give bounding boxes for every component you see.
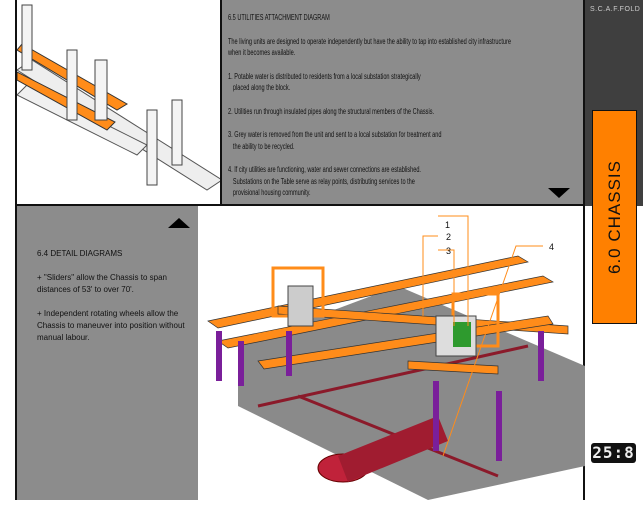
details-bullet-1: + "Sliders" allow the Chassis to span di… [37,273,167,294]
callout-3: 3 [446,246,451,256]
utilities-title: 6.5 UTILITIES ATTACHMENT DIAGRAM [228,13,330,22]
utilities-attachment-panel: 6.5 UTILITIES ATTACHMENT DIAGRAM The liv… [220,0,585,206]
intro-line: when it becomes available. [228,48,296,57]
point-line: provisional housing community. [232,188,311,197]
utilities-text-block: 6.5 UTILITIES ATTACHMENT DIAGRAM The liv… [228,12,571,199]
point-line: the ability to be recycled. [232,141,295,151]
intro-line: The living units are designed to operate… [228,36,511,46]
callout-2: 2 [446,232,451,242]
point-line: placed along the block. [232,83,291,92]
details-bullet-2: + Independent rotating wheels allow the … [37,309,185,342]
posts [21,4,183,186]
scroll-down-arrow-icon[interactable] [548,188,570,198]
detail-diagrams-panel: 6.4 DETAIL DIAGRAMS + "Sliders" allow th… [15,206,198,500]
utilities-point-4: 4. If city utilities are functioning, wa… [228,164,571,199]
utilities-point-2: 2. Utilities run through insulated pipes… [228,106,435,116]
point-line: Substations on the Table serve as relay … [232,176,415,186]
point-line: 1. Potable water is distributed to resid… [228,71,421,81]
chassis-detail-render [15,0,223,206]
point-line: 4. If city utilities are functioning, wa… [228,165,421,174]
callout-4: 4 [549,242,554,252]
callout-1: 1 [445,220,450,230]
scroll-up-arrow-icon[interactable] [168,218,190,228]
utilities-intro: The living units are designed to operate… [228,36,571,59]
brand-label: S.C.A.F.FOLD [590,6,641,13]
chassis-utilities-render: 1 2 3 4 [198,206,585,500]
utilities-point-1: 1. Potable water is distributed to resid… [228,71,571,94]
page-number: 25:8 [591,443,636,463]
details-title: 6.4 DETAIL DIAGRAMS [37,249,123,258]
point-line: 3. Grey water is removed from the unit a… [228,130,442,139]
slider-rails [16,43,223,191]
legs [216,331,544,461]
utilities-point-3: 3. Grey water is removed from the unit a… [228,129,571,152]
section-tab-chassis[interactable]: 6.0 CHASSIS [592,110,637,324]
section-tab-label: 6.0 CHASSIS [604,160,624,274]
